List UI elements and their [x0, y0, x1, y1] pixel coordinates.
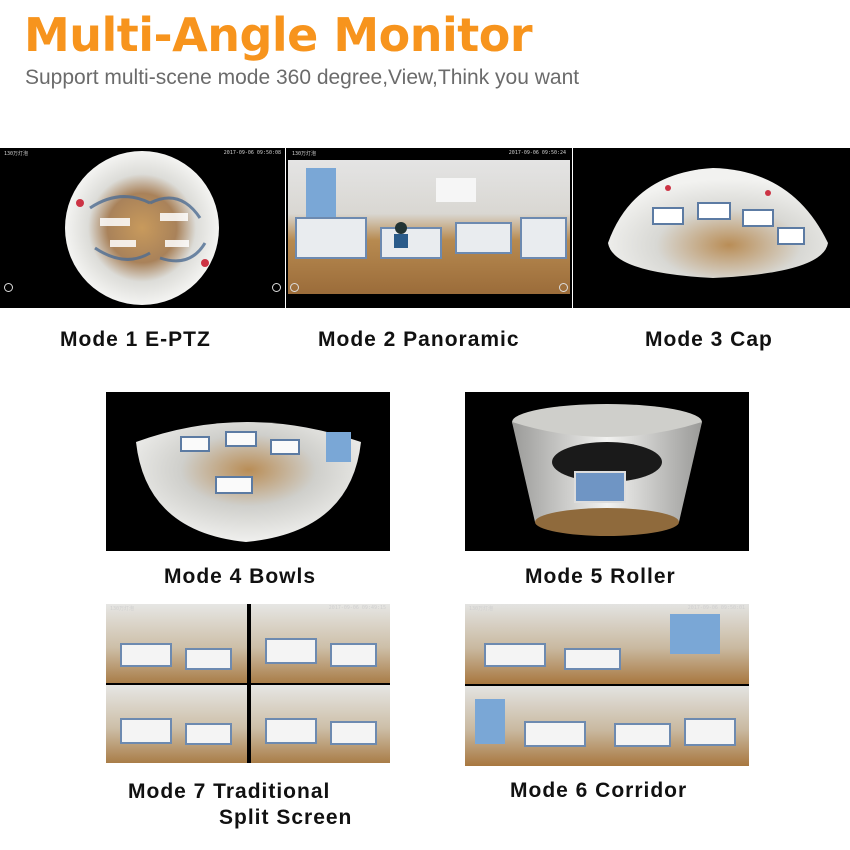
- mode-1-eptz-view: 130万灯泡 2017-09-06 09:50:08: [0, 148, 285, 308]
- settings-icon[interactable]: [290, 283, 299, 292]
- mode-7-split-screen-view: 130万灯泡 2017-09-06 09:49:15: [106, 604, 390, 763]
- osd-timestamp: 2017-09-06 09:49:15: [328, 605, 386, 611]
- mode-7-caption: Mode 7 Traditional Split Screen: [128, 779, 352, 831]
- page-subtitle: Support multi-scene mode 360 degree,View…: [25, 66, 580, 89]
- mode-6-caption: Mode 6 Corridor: [510, 779, 688, 802]
- mode-6-corridor-view: 130万灯泡 2017-09-06 09:50:01: [465, 604, 749, 766]
- mode-3-caption: Mode 3 Cap: [645, 328, 773, 351]
- osd-timestamp: 2017-09-06 09:50:24: [508, 150, 566, 156]
- mode-4-bowls-view: [106, 392, 390, 551]
- split-screen-image: [106, 604, 390, 763]
- rotate-icon[interactable]: [559, 283, 568, 292]
- mode-7-caption-line-1: Mode 7 Traditional: [128, 780, 331, 803]
- cap-dome-image: [608, 168, 828, 278]
- osd-camera-name: 130万灯泡: [110, 606, 135, 612]
- osd-camera-name: 130万灯泡: [469, 606, 494, 612]
- mode-5-roller-view: [465, 392, 749, 551]
- osd-timestamp: 2017-09-06 09:50:01: [687, 605, 745, 611]
- page-title: Multi-Angle Monitor: [24, 8, 533, 62]
- panoramic-image: [288, 160, 570, 294]
- mode-7-caption-line-2: Split Screen: [219, 806, 353, 829]
- mode-1-caption: Mode 1 E-PTZ: [60, 328, 211, 351]
- mode-5-caption: Mode 5 Roller: [525, 565, 676, 588]
- bowl-image: [136, 422, 361, 542]
- osd-camera-name: 130万灯泡: [4, 151, 29, 157]
- mode-3-cap-view: [573, 148, 850, 308]
- rotate-icon[interactable]: [272, 283, 281, 292]
- mode-4-caption: Mode 4 Bowls: [164, 565, 317, 588]
- corridor-image: [465, 604, 749, 766]
- settings-icon[interactable]: [4, 283, 13, 292]
- osd-timestamp: 2017-09-06 09:50:08: [223, 150, 281, 156]
- roller-cylinder-image: [512, 404, 702, 536]
- mode-2-panoramic-view: 130万灯泡 2017-09-06 09:50:24: [286, 148, 572, 308]
- mode-2-caption: Mode 2 Panoramic: [318, 328, 520, 351]
- fisheye-circle-image: [65, 151, 219, 305]
- osd-camera-name: 130万灯泡: [292, 151, 317, 157]
